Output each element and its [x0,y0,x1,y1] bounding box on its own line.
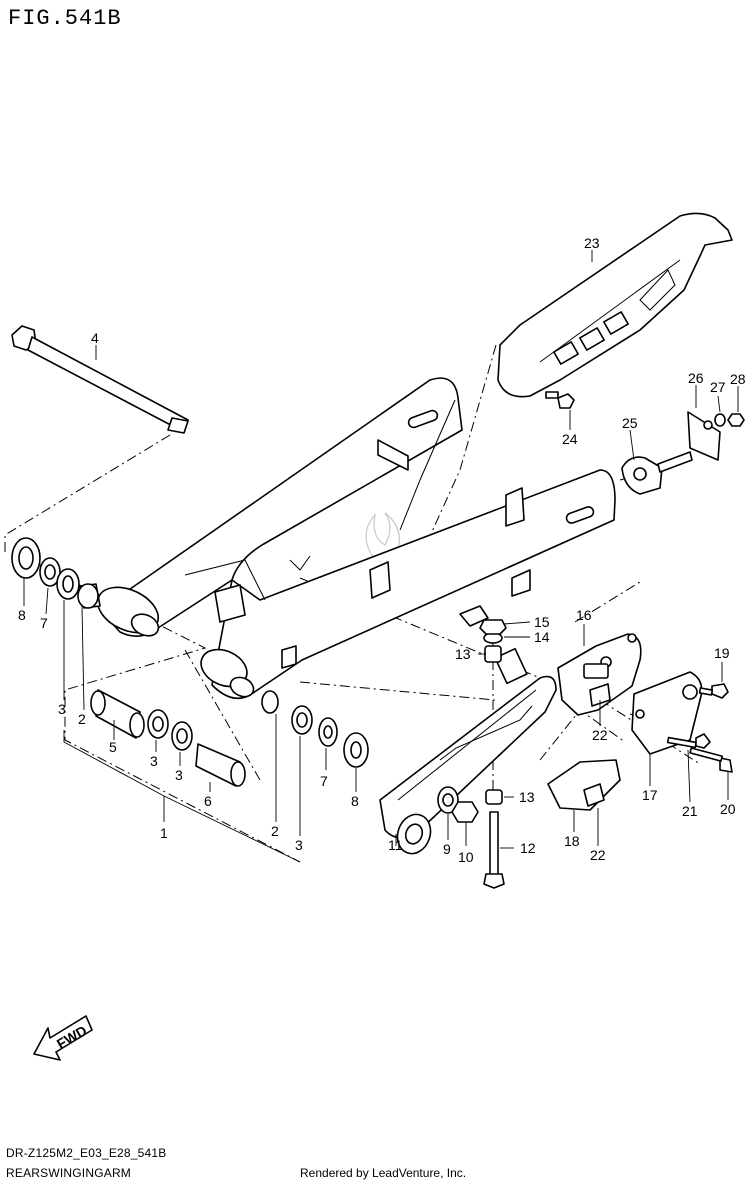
chain-case [497,212,733,398]
callout-22-upper: 22 [592,727,608,743]
diagram-subtitle: REARSWINGINGARM [6,1166,132,1180]
callout-25: 25 [622,415,638,431]
callout-4: 4 [91,330,99,346]
guide-bracket-bolts [666,683,733,773]
callout-24: 24 [562,431,578,447]
callout-3-left: 3 [58,701,66,717]
callout-1: 1 [160,825,168,841]
callout-22-lower: 22 [590,847,606,863]
chain-case-bolt [545,391,575,409]
model-code: DR-Z125M2_E03_E28_541B [6,1146,167,1160]
pivot-spacers [90,689,369,787]
callout-17: 17 [642,787,658,803]
callout-8-left: 8 [18,607,26,623]
callout-23: 23 [584,235,600,251]
callout-20: 20 [720,801,736,817]
chain-buffer [379,647,557,855]
callout-numbers: 23 4 26 27 28 24 25 8 7 3 2 5 3 3 6 1 2 … [18,235,746,865]
callout-14: 14 [534,629,550,645]
callout-7-right: 7 [320,773,328,789]
callout-6: 6 [204,793,212,809]
callout-26: 26 [688,370,704,386]
callout-5: 5 [109,739,117,755]
callout-28: 28 [730,371,746,387]
adjuster-plate-hardware [687,411,745,461]
callout-3-right: 3 [295,837,303,853]
callout-13-lower: 13 [519,789,535,805]
callout-2-right: 2 [271,823,279,839]
callout-16: 16 [576,607,592,623]
left-bearings-seals [11,537,101,609]
figure-title: FIG.541B [8,6,122,31]
callout-9: 9 [443,841,451,857]
callout-2-left: 2 [78,711,86,727]
callout-3-mid: 3 [175,767,183,783]
callout-10: 10 [458,849,474,865]
callout-13-upper: 13 [455,646,471,662]
callout-18: 18 [564,833,580,849]
callout-19: 19 [714,645,730,661]
callout-21: 21 [682,803,698,819]
chain-adjuster [621,451,693,495]
callout-3-inner: 3 [150,753,158,769]
collars-nuts [437,619,507,823]
callout-leader-lines [23,250,739,863]
callout-8-right: 8 [351,793,359,809]
callout-27: 27 [710,379,726,395]
forward-arrow-icon: FWD [33,1015,93,1061]
swingarm-frame [96,377,616,700]
callout-7-left: 7 [40,615,48,631]
callout-12: 12 [520,840,536,856]
callout-11: 11 [388,837,403,853]
callout-15: 15 [534,614,550,630]
chain-guide-brackets [547,633,703,811]
pivot-shaft [11,325,189,434]
chain-buffer-bolt [483,811,505,889]
render-credit: Rendered by LeadVenture, Inc. [300,1166,467,1180]
